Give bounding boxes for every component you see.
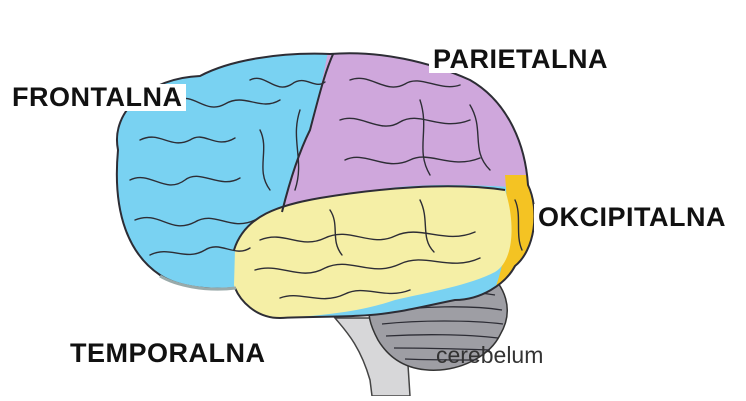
label-temporal: TEMPORALNA xyxy=(66,340,270,367)
label-frontal: FRONTALNA xyxy=(8,84,186,111)
label-occipital: OKCIPITALNA xyxy=(534,204,730,231)
label-parietal: PARIETALNA xyxy=(429,46,612,73)
label-cerebellum: cerebelum xyxy=(432,344,547,367)
